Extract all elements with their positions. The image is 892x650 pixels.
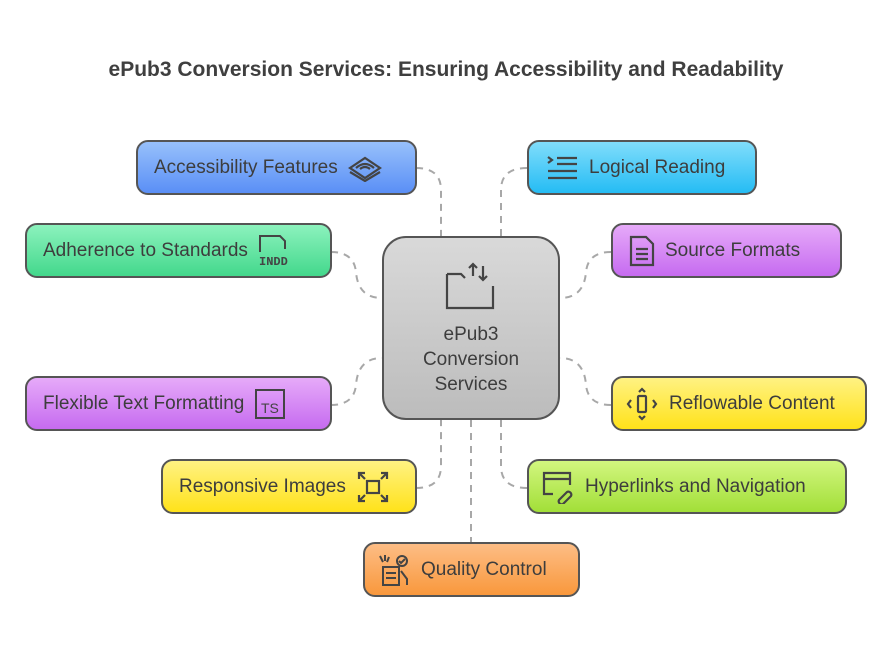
connector-adherence <box>330 251 383 299</box>
node-reflowable-content[interactable]: Reflowable Content <box>611 376 867 431</box>
indd-file-icon: INDD <box>258 234 288 268</box>
node-label: Flexible Text Formatting <box>43 392 245 414</box>
node-label: Reflowable Content <box>669 392 835 414</box>
central-node[interactable]: ePub3 Conversion Services <box>382 236 560 420</box>
node-flexible-text-formatting[interactable]: Flexible Text Formatting TS <box>25 376 332 431</box>
node-hyperlinks-and-navigation[interactable]: Hyperlinks and Navigation <box>527 459 847 514</box>
connector-accessibility <box>415 167 442 236</box>
connector-hyperlinks <box>500 420 528 489</box>
node-source-formats[interactable]: Source Formats <box>611 223 842 278</box>
node-accessibility-features[interactable]: Accessibility Features <box>136 140 417 195</box>
node-label: Responsive Images <box>179 475 346 497</box>
node-logical-reading[interactable]: Logical Reading <box>527 140 757 195</box>
svg-text:TS: TS <box>261 400 279 416</box>
central-label-line1: ePub3 <box>443 323 499 345</box>
diagram-title: ePub3 Conversion Services: Ensuring Acce… <box>108 58 784 81</box>
node-label: Logical Reading <box>589 156 726 178</box>
connector-reflowable <box>559 357 612 406</box>
node-quality-control[interactable]: Quality Control <box>363 542 580 597</box>
connector-flexible <box>330 357 383 406</box>
central-label-line3: Services <box>434 373 508 395</box>
node-label: Accessibility Features <box>154 156 338 178</box>
browser-link-icon <box>542 471 573 504</box>
central-label-line2: Conversion <box>422 348 520 370</box>
folder-sync-icon <box>445 261 495 309</box>
connector-logical <box>500 167 528 236</box>
checklist-icon <box>379 554 408 586</box>
connector-responsive <box>415 420 442 489</box>
node-label: Adherence to Standards <box>43 239 248 261</box>
connector-source <box>559 251 612 299</box>
indent-lines-icon <box>547 155 577 179</box>
ts-file-icon: TS <box>255 388 286 419</box>
layers-eye-icon <box>347 156 382 182</box>
resize-handle-icon <box>626 386 658 421</box>
node-adherence-to-standards[interactable]: Adherence to Standards INDD <box>25 223 332 278</box>
document-icon <box>629 235 655 266</box>
node-label: Source Formats <box>665 239 801 261</box>
node-label: Hyperlinks and Navigation <box>585 475 806 497</box>
node-responsive-images[interactable]: Responsive Images <box>161 459 417 514</box>
node-label: Quality Control <box>421 558 547 580</box>
expand-icon <box>357 471 388 502</box>
svg-text:INDD: INDD <box>259 255 288 268</box>
